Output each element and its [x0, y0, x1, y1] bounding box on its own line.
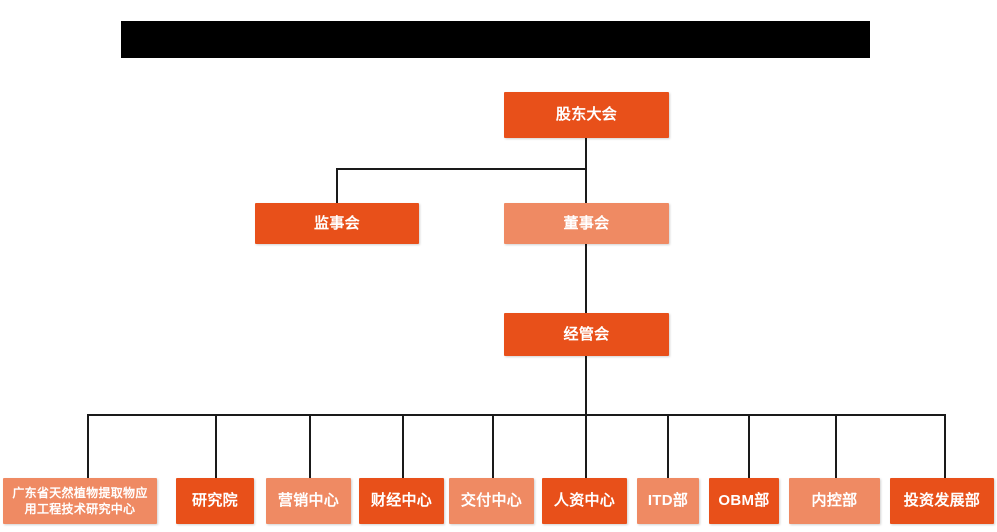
connector-drop-internal-control-dept: [835, 414, 837, 478]
connector-drop-delivery-center: [492, 414, 494, 478]
node-hr-center[interactable]: 人资中心: [542, 478, 627, 524]
connector-drop-research-institute: [215, 414, 217, 478]
connector-drop-marketing-center: [309, 414, 311, 478]
connector-level2-horizontal: [336, 168, 587, 170]
connector-level4-bus: [87, 414, 946, 416]
node-research-center[interactable]: 广东省天然植物提取物应 用工程技术研究中心: [3, 478, 157, 524]
node-finance-center[interactable]: 财经中心: [359, 478, 444, 524]
connector-drop-hr-center: [585, 414, 587, 478]
node-board-of-supervisors[interactable]: 监事会: [255, 203, 419, 244]
node-obm-dept[interactable]: OBM部: [709, 478, 779, 524]
connector-directors-drop: [585, 168, 587, 204]
node-shareholders-meeting[interactable]: 股东大会: [504, 92, 669, 138]
connector-drop-obm-dept: [748, 414, 750, 478]
node-marketing-center[interactable]: 营销中心: [266, 478, 351, 524]
node-itd-dept[interactable]: ITD部: [637, 478, 699, 524]
node-research-institute[interactable]: 研究院: [176, 478, 254, 524]
connector-shareholders-down: [585, 138, 587, 169]
connector-drop-itd-dept: [667, 414, 669, 478]
connector-drop-research-center: [87, 414, 89, 478]
node-board-of-directors[interactable]: 董事会: [504, 203, 669, 244]
node-internal-control-dept[interactable]: 内控部: [789, 478, 880, 524]
redacted-title-bar: [121, 21, 870, 58]
node-investment-dev-dept[interactable]: 投资发展部: [890, 478, 994, 524]
connector-directors-to-management: [585, 243, 587, 314]
connector-supervisors-drop: [336, 168, 338, 204]
node-delivery-center[interactable]: 交付中心: [449, 478, 534, 524]
node-management-committee[interactable]: 经管会: [504, 313, 669, 356]
connector-drop-investment-dev-dept: [944, 414, 946, 478]
connector-drop-finance-center: [402, 414, 404, 478]
